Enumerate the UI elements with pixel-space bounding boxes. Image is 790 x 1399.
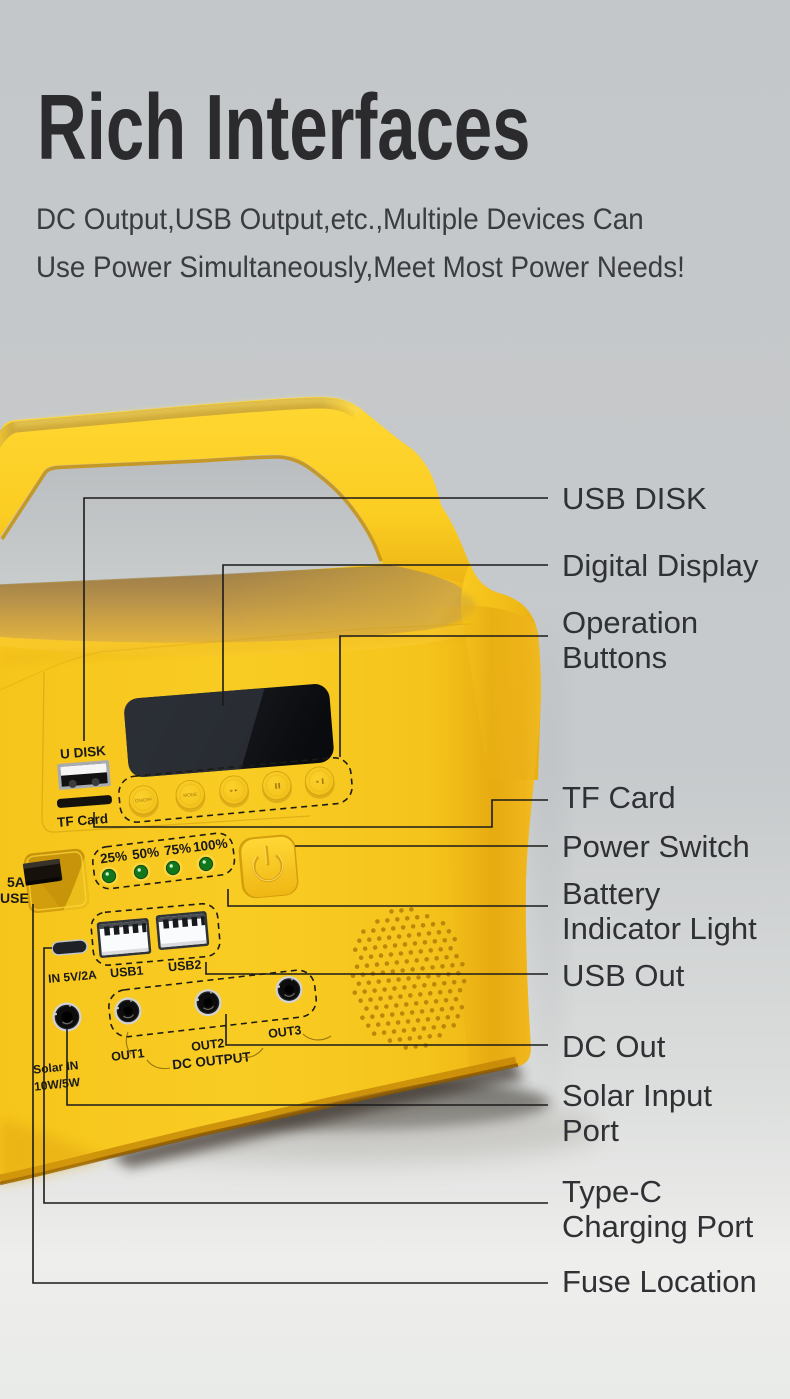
- svg-text:100%: 100%: [192, 836, 228, 855]
- svg-text:OUT3: OUT3: [267, 1023, 302, 1041]
- svg-text:OUT1: OUT1: [110, 1046, 145, 1064]
- svg-text:▐▐: ▐▐: [273, 782, 281, 790]
- svg-text:75%: 75%: [163, 840, 192, 858]
- svg-text:5A: 5A: [7, 874, 25, 890]
- svg-text:25%: 25%: [99, 848, 128, 866]
- svg-text:U DISK: U DISK: [60, 743, 107, 762]
- svg-text:USE: USE: [0, 890, 29, 906]
- svg-text:ON/OFF: ON/OFF: [135, 797, 153, 804]
- svg-text:10W/5W: 10W/5W: [34, 1075, 82, 1094]
- svg-text:►▐: ►▐: [315, 777, 324, 785]
- svg-text:►►: ►►: [229, 787, 239, 793]
- svg-text:USB1: USB1: [110, 964, 144, 981]
- svg-text:IN 5V/2A: IN 5V/2A: [48, 968, 98, 986]
- svg-text:50%: 50%: [131, 844, 160, 862]
- svg-text:TF Card: TF Card: [57, 811, 109, 830]
- svg-text:MODE: MODE: [183, 792, 197, 798]
- svg-text:OUT2: OUT2: [190, 1036, 225, 1054]
- svg-text:USB2: USB2: [168, 958, 202, 975]
